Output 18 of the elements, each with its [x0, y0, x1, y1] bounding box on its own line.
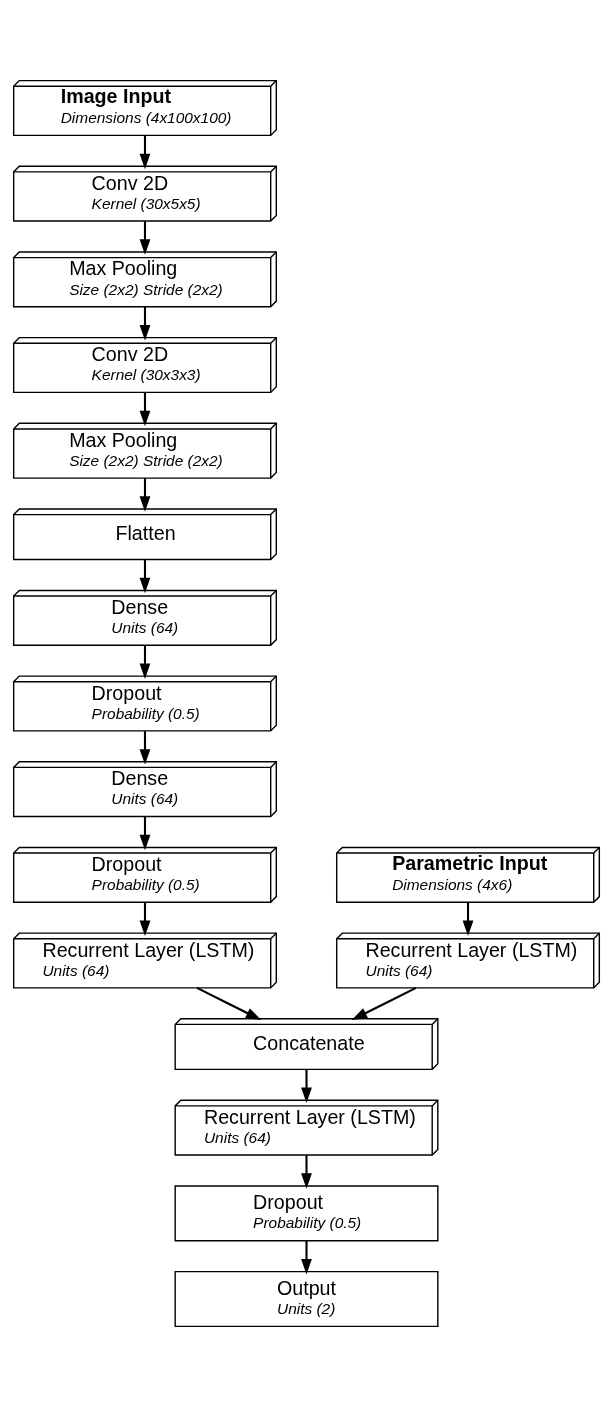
- arrow: [139, 392, 151, 427]
- arrow: [196, 986, 262, 1021]
- arrow: [462, 902, 474, 936]
- arrow: [139, 559, 151, 594]
- arrow: [139, 645, 151, 679]
- arrow: [139, 307, 151, 341]
- arrow: [351, 986, 417, 1021]
- arrow: [139, 816, 151, 851]
- arrow: [139, 478, 151, 512]
- arrow: [301, 1240, 312, 1275]
- node-box: Output Units (2): [174, 1270, 439, 1328]
- arrow: [139, 221, 151, 255]
- arrow: [301, 1069, 312, 1103]
- node-box: Dropout Probability (0.5): [174, 1185, 439, 1242]
- arrow: [301, 1155, 312, 1189]
- arrow: [139, 731, 151, 765]
- arrow: [139, 902, 151, 936]
- arrow: [139, 135, 151, 170]
